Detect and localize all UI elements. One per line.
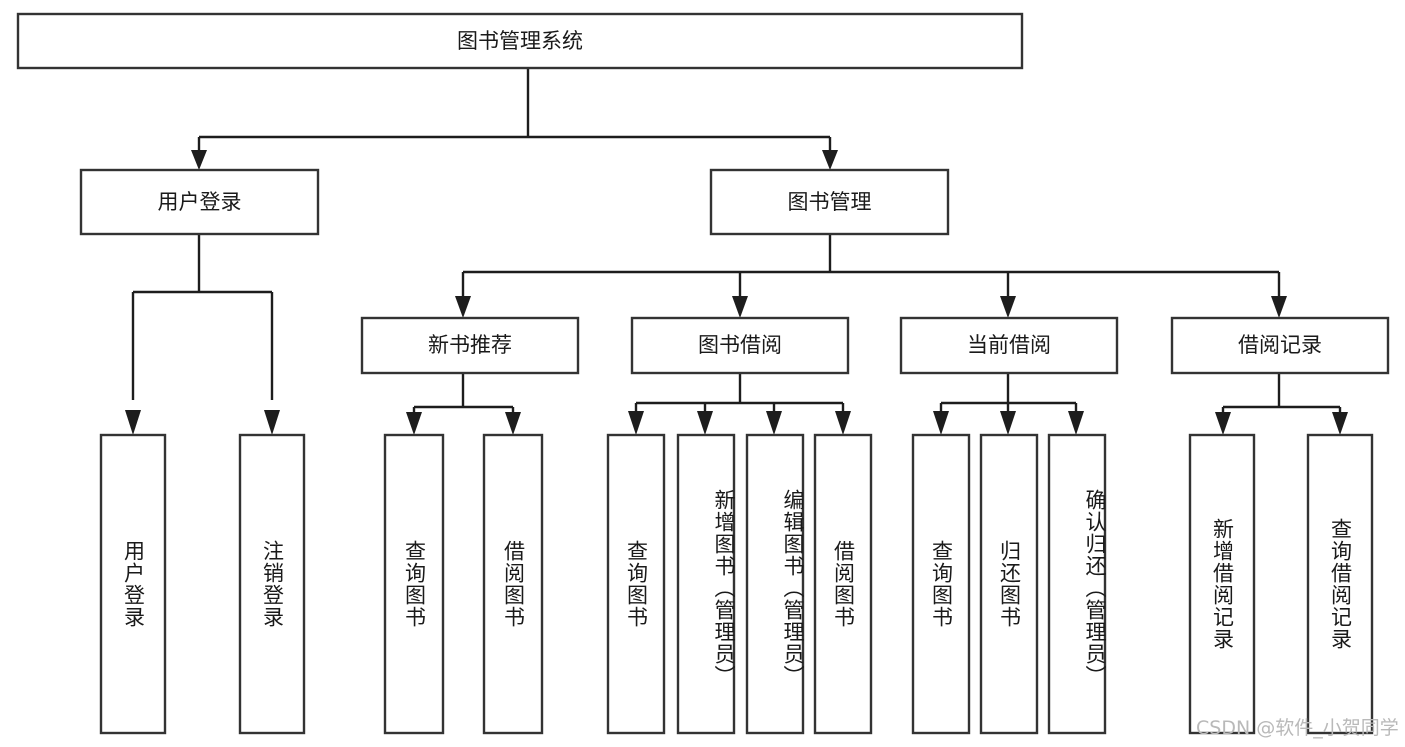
arrow-to-leaf-user-login [125, 410, 141, 435]
node-leaf-query-record-box[interactable] [1306, 433, 1374, 735]
node-book-borrow-box[interactable] [630, 316, 850, 375]
node-leaf-edit-book-box[interactable] [745, 433, 805, 735]
node-user-login[interactable]: 用户登录 [79, 168, 320, 236]
arrow-to-leaf-confirm-return [1068, 411, 1084, 435]
node-leaf-confirm-return-box[interactable] [1047, 433, 1107, 735]
arrow-to-leaf-borrow-book-1 [505, 412, 521, 435]
arrow-to-current-borrow [1000, 296, 1016, 318]
node-current-borrow-label: 当前借阅 [967, 333, 1051, 357]
node-current-borrow[interactable]: 当前借阅 [899, 316, 1119, 375]
node-leaf-user-login-box[interactable] [99, 433, 167, 735]
arrow-to-leaf-user-logout [264, 410, 280, 435]
node-new-book-recommend-label: 新书推荐 [428, 333, 512, 357]
connectors-group [125, 68, 1348, 435]
arrow-to-leaf-query-book-3 [933, 411, 949, 435]
arrow-to-leaf-edit-book [766, 411, 782, 435]
arrow-to-leaf-query-book-1 [406, 412, 422, 435]
arrow-to-leaf-borrow-book-2 [835, 411, 851, 435]
node-user-login-label: 用户登录 [158, 190, 242, 214]
node-leaf-user-logout-box[interactable] [238, 433, 306, 735]
node-leaf-return-book-box[interactable] [979, 433, 1039, 735]
node-root-label: 图书管理系统 [457, 29, 583, 53]
node-book-borrow[interactable]: 图书借阅 [630, 316, 850, 375]
node-borrow-record-label: 借阅记录 [1238, 333, 1322, 357]
arrow-to-user-login [191, 150, 207, 170]
arrow-to-book-borrow [732, 296, 748, 318]
node-borrow-record[interactable]: 借阅记录 [1170, 316, 1390, 375]
node-new-book-recommend-box[interactable] [360, 316, 580, 375]
node-root[interactable]: 图书管理系统 [16, 12, 1024, 70]
arrow-to-borrow-record [1271, 296, 1287, 318]
node-leaf-query-book-1-box[interactable] [383, 433, 445, 735]
arrow-to-book-manage [822, 150, 838, 170]
node-borrow-record-box[interactable] [1170, 316, 1390, 375]
node-current-borrow-box[interactable] [899, 316, 1119, 375]
csdn-watermark: CSDN @软件_小贺同学 [1196, 717, 1399, 739]
arrow-to-leaf-query-record [1332, 412, 1348, 435]
arrow-to-leaf-add-book [697, 411, 713, 435]
arrow-to-leaf-add-record [1215, 412, 1231, 435]
node-book-manage-box[interactable] [709, 168, 950, 236]
node-leaf-query-book-3-box[interactable] [911, 433, 971, 735]
node-book-manage-label: 图书管理 [788, 190, 872, 214]
node-book-manage[interactable]: 图书管理 [709, 168, 950, 236]
node-new-book-recommend[interactable]: 新书推荐 [360, 316, 580, 375]
node-leaf-borrow-book-2-box[interactable] [813, 433, 873, 735]
node-leaf-add-record-box[interactable] [1188, 433, 1256, 735]
nodes-group: 图书管理系统 用户登录 图书管理 新书推荐 图书借阅 当前 [16, 12, 1390, 735]
node-root-box[interactable] [16, 12, 1024, 70]
arrow-to-leaf-return-book [1000, 411, 1016, 435]
node-leaf-borrow-book-1-box[interactable] [482, 433, 544, 735]
node-user-login-box[interactable] [79, 168, 320, 236]
arrow-to-new-book-recommend [455, 296, 471, 318]
node-leaf-query-book-2-box[interactable] [606, 433, 666, 735]
node-book-borrow-label: 图书借阅 [698, 333, 782, 357]
arrow-to-leaf-query-book-2 [628, 411, 644, 435]
node-leaf-add-book-box[interactable] [676, 433, 736, 735]
